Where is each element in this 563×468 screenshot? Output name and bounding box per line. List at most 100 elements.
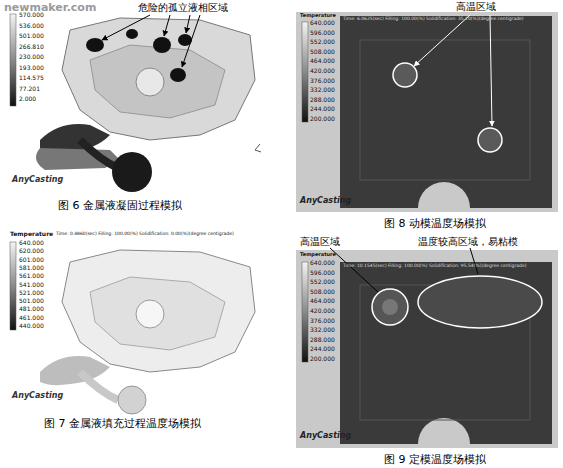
figure-caption: 图 6 金属液凝固过程模拟: [58, 200, 182, 212]
casting-boss: [136, 68, 164, 96]
scale-value: 640.000: [310, 260, 335, 267]
figure-caption: 图 7 金属液填充过程温度场模拟: [44, 418, 201, 430]
simulation-status: Time: 0.4860(sec) Filling: 100.00(%) Sol…: [56, 232, 234, 237]
color-scale-bar: [10, 14, 16, 106]
fixed-die: [340, 262, 552, 444]
warm-zone-mark: [418, 276, 542, 328]
scale-value: 581.000: [19, 265, 44, 272]
scale-value: 2.000: [19, 96, 36, 103]
liquid-region: [126, 29, 138, 39]
scale-value: 266.810: [19, 44, 44, 51]
color-scale-bar: [302, 22, 308, 122]
scale-value: 464.000: [310, 298, 335, 305]
liquid-region: [170, 68, 186, 82]
illustration-line: [102, 15, 150, 40]
scale-value: 596.000: [310, 30, 335, 37]
fig8-panel: [296, 12, 558, 212]
fig6-panel: [10, 14, 261, 192]
scale-value: 508.000: [310, 289, 335, 296]
color-scale-bar: [10, 242, 16, 330]
scale-title: Temperature: [300, 13, 336, 19]
scale-value: 420.000: [310, 68, 335, 75]
die-cavity: [360, 40, 530, 180]
scale-value: 230.000: [19, 54, 44, 61]
scale-value: 620.000: [19, 248, 44, 255]
scale-value: 376.000: [310, 318, 335, 325]
casting-detail: [90, 45, 225, 118]
illustration-line: [164, 15, 170, 36]
software-logo: AnyCasting: [300, 432, 351, 441]
callout-text: 高温区域: [456, 1, 496, 12]
illustration-line: [414, 15, 470, 66]
scale-value: 552.000: [310, 279, 335, 286]
hot-zone-core: [382, 299, 398, 315]
leader-lines: [330, 248, 478, 292]
figure-caption: 图 8 动模温度场模拟: [384, 218, 486, 230]
illustration-line: [470, 248, 478, 274]
software-logo: AnyCasting: [12, 176, 63, 185]
liquid-region: [153, 37, 171, 53]
scale-title: Temperature: [300, 252, 336, 258]
view-background: [296, 250, 558, 448]
scale-value: 193.000: [19, 65, 44, 72]
scale-value: 376.000: [310, 78, 335, 85]
scale-value: 200.000: [310, 356, 335, 363]
illustration-line: [182, 15, 200, 67]
hot-zone-mark: [393, 63, 417, 87]
callout-text: 危险的孤立液相区域: [138, 2, 228, 13]
scale-value: 244.000: [310, 346, 335, 353]
runner: [80, 140, 118, 168]
simulation-status: Time: 10.1545(sec) Filling: 100.00(%) So…: [343, 264, 526, 269]
scale-value: 464.000: [310, 58, 335, 65]
illustration-line: [186, 15, 190, 33]
scale-value: 481.000: [19, 306, 44, 313]
view-background: [296, 12, 558, 212]
scale-value: 332.000: [310, 87, 335, 94]
leader-lines: [414, 15, 492, 126]
scale-value: 561.000: [19, 273, 44, 280]
liquid-region: [86, 38, 104, 52]
watermark: newmaker.com: [4, 2, 96, 14]
casting-part: [62, 250, 255, 372]
scale-value: 601.000: [19, 257, 44, 264]
scale-value: 552.000: [310, 39, 335, 46]
biscuit: [112, 152, 152, 192]
casting-part: [62, 18, 255, 140]
software-logo: AnyCasting: [12, 392, 63, 401]
callout-text: 温度较高区域，易粘模: [418, 236, 518, 247]
scale-value: 541.000: [19, 282, 44, 289]
scale-value: 461.000: [19, 315, 44, 322]
scale-value: 114.575: [19, 75, 44, 82]
hot-zone-mark: [478, 128, 502, 152]
fig7-panel: [10, 242, 255, 414]
scale-value: 501.000: [19, 298, 44, 305]
casting-boss: [136, 300, 164, 328]
scale-value: 508.000: [310, 49, 335, 56]
scale-value: 420.000: [310, 308, 335, 315]
scale-value: 288.000: [310, 337, 335, 344]
casting-detail: [90, 277, 225, 350]
figure-caption: 图 9 定模温度场模拟: [384, 454, 486, 466]
scale-value: 596.000: [310, 270, 335, 277]
illustration-line: [490, 15, 492, 126]
scale-value: 332.000: [310, 327, 335, 334]
runner: [40, 356, 110, 385]
scale-value: 536.000: [19, 23, 44, 30]
hot-zone-mark: [372, 289, 408, 325]
leader-lines: [102, 15, 200, 67]
scale-value: 570.000: [19, 12, 44, 19]
scale-value: 640.000: [310, 20, 335, 27]
axis-icon: [255, 144, 261, 152]
fig9-panel: [296, 248, 558, 448]
scale-value: 501.000: [19, 33, 44, 40]
scale-value: 288.000: [310, 97, 335, 104]
scale-value: 200.000: [310, 116, 335, 123]
illustration-line: [330, 248, 378, 292]
scale-value: 640.000: [19, 240, 44, 247]
runner: [80, 372, 118, 400]
software-logo: AnyCasting: [300, 197, 351, 206]
biscuit: [118, 386, 146, 414]
scale-title: Temperature: [10, 231, 53, 238]
color-scale-bar: [302, 262, 308, 362]
